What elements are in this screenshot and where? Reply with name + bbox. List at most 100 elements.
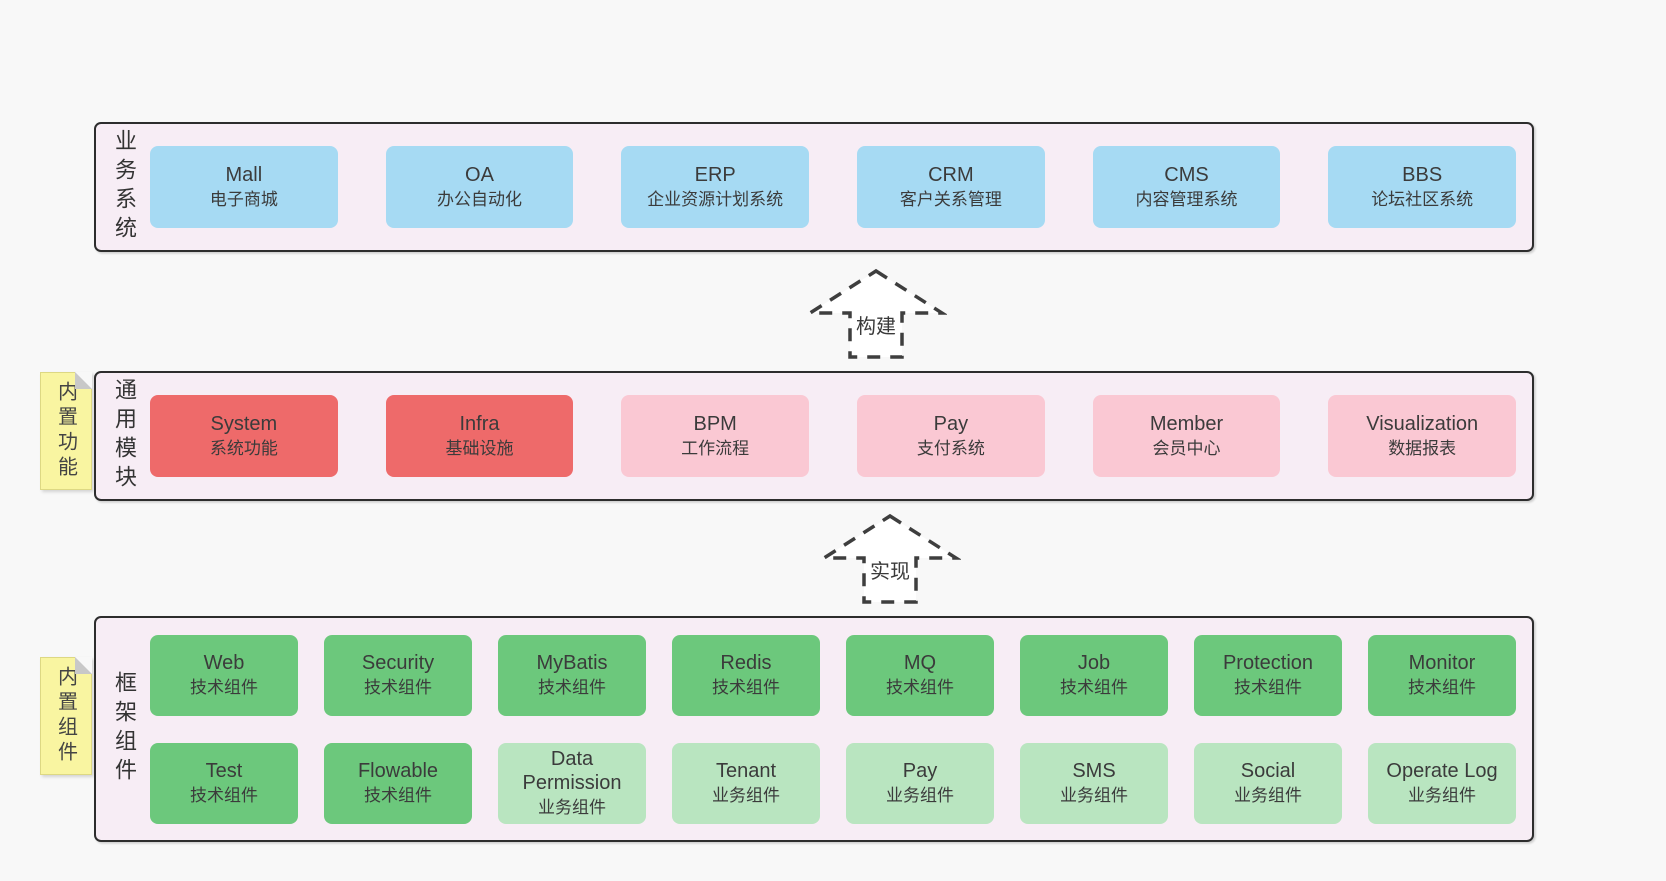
box-subtitle: 系统功能 [209, 439, 278, 459]
box-mq: MQ 技术组件 [846, 634, 994, 716]
box-job: Job 技术组件 [1020, 634, 1168, 716]
box-subtitle: 业务组件 [886, 786, 954, 806]
box-title: Member [1149, 413, 1224, 436]
business-panel-label: 业务系统 [112, 129, 137, 245]
box-subtitle: 支付系统 [916, 439, 985, 459]
modules-panel-label: 通用模块 [112, 378, 137, 494]
box-subtitle: 技术组件 [190, 786, 258, 806]
box-title: Infra [459, 413, 500, 436]
box-subtitle: 论坛社区系统 [1371, 190, 1474, 210]
box-title: Visualization [1366, 413, 1479, 436]
box-subtitle: 数据报表 [1388, 439, 1457, 459]
box-subtitle: 业务组件 [538, 798, 606, 818]
box-title: CRM [928, 164, 974, 187]
box-subtitle: 技术组件 [538, 678, 606, 698]
implement-arrow-label: 实现 [867, 555, 913, 584]
box-infra: Infra 基础设施 [385, 395, 574, 477]
box-flowable: Flowable 技术组件 [324, 742, 472, 824]
box-title: SMS [1072, 760, 1116, 783]
box-erp: ERP 企业资源计划系统 [621, 146, 810, 228]
box-title: Protection [1222, 652, 1314, 675]
box-oa: OA 办公自动化 [385, 146, 574, 228]
box-title: MyBatis [536, 652, 608, 675]
box-sms: SMS 业务组件 [1020, 742, 1168, 824]
box-title: Mall [225, 164, 263, 187]
framework-grid: Web 技术组件 Security 技术组件 MyBatis 技术组件 Redi… [150, 634, 1516, 824]
box-title: Tenant [715, 760, 777, 783]
builtin-features-sticky-note: 内置功能 [40, 372, 92, 490]
box-title: Security [361, 652, 435, 675]
box-data-permission: Data Permission 业务组件 [498, 742, 646, 824]
box-title: System [210, 413, 278, 436]
box-test: Test 技术组件 [150, 742, 298, 824]
box-title: MQ [903, 652, 937, 675]
box-subtitle: 会员中心 [1152, 439, 1221, 459]
box-mall: Mall 电子商城 [150, 146, 338, 228]
box-title: ERP [694, 164, 736, 187]
box-tenant: Tenant 业务组件 [672, 742, 820, 824]
build-arrow-label: 构建 [853, 310, 899, 339]
box-social: Social 业务组件 [1194, 742, 1342, 824]
box-subtitle: 技术组件 [364, 678, 432, 698]
box-mybatis: MyBatis 技术组件 [498, 634, 646, 716]
common-modules-panel: 通用模块 System 系统功能 Infra 基础设施 BPM 工作流程 Pay… [94, 371, 1534, 501]
module-boxes: System 系统功能 Infra 基础设施 BPM 工作流程 Pay 支付系统… [150, 395, 1517, 477]
implement-arrow: 实现 [819, 511, 961, 607]
box-subtitle: 电子商城 [209, 190, 278, 210]
box-title: Test [205, 760, 243, 783]
box-title: Data Permission [522, 748, 622, 795]
box-monitor: Monitor 技术组件 [1368, 634, 1516, 716]
framework-components-panel: 框架组件 Web 技术组件 Security 技术组件 MyBatis 技术组件… [94, 616, 1534, 842]
box-web: Web 技术组件 [150, 634, 298, 716]
box-title: CMS [1164, 164, 1209, 187]
box-title: BBS [1402, 164, 1443, 187]
box-subtitle: 业务组件 [1234, 786, 1302, 806]
box-cms: CMS 内容管理系统 [1092, 146, 1281, 228]
box-subtitle: 企业资源计划系统 [647, 190, 784, 210]
box-system: System 系统功能 [150, 395, 338, 477]
box-operate-log: Operate Log 业务组件 [1368, 742, 1516, 824]
business-systems-panel: 业务系统 Mall 电子商城 OA 办公自动化 ERP 企业资源计划系统 CRM… [94, 122, 1534, 252]
box-subtitle: 技术组件 [190, 678, 258, 698]
framework-row-2: Test 技术组件 Flowable 技术组件 Data Permission … [150, 742, 1516, 824]
box-title: Flowable [357, 760, 439, 783]
box-title: Redis [720, 652, 772, 675]
box-subtitle: 客户关系管理 [899, 190, 1002, 210]
business-boxes: Mall 电子商城 OA 办公自动化 ERP 企业资源计划系统 CRM 客户关系… [150, 146, 1517, 228]
box-subtitle: 技术组件 [712, 678, 780, 698]
box-title: BPM [693, 413, 737, 436]
box-security: Security 技术组件 [324, 634, 472, 716]
box-subtitle: 业务组件 [1060, 786, 1128, 806]
box-title: Web [203, 652, 245, 675]
box-pay-component: Pay 业务组件 [846, 742, 994, 824]
box-title: Operate Log [1386, 760, 1498, 783]
box-protection: Protection 技术组件 [1194, 634, 1342, 716]
box-subtitle: 基础设施 [445, 439, 514, 459]
framework-row-1: Web 技术组件 Security 技术组件 MyBatis 技术组件 Redi… [150, 634, 1516, 716]
box-subtitle: 技术组件 [886, 678, 954, 698]
box-title: Monitor [1408, 652, 1476, 675]
box-bpm: BPM 工作流程 [621, 395, 810, 477]
box-bbs: BBS 论坛社区系统 [1328, 146, 1517, 228]
box-subtitle: 技术组件 [1060, 678, 1128, 698]
box-member: Member 会员中心 [1092, 395, 1281, 477]
box-subtitle: 技术组件 [364, 786, 432, 806]
box-subtitle: 技术组件 [1234, 678, 1302, 698]
box-pay-module: Pay 支付系统 [857, 395, 1045, 477]
box-redis: Redis 技术组件 [672, 634, 820, 716]
box-subtitle: 办公自动化 [437, 190, 522, 210]
box-subtitle: 内容管理系统 [1135, 190, 1238, 210]
box-title: Social [1240, 760, 1296, 783]
box-title: Pay [933, 413, 969, 436]
box-title: Pay [902, 760, 938, 783]
box-subtitle: 工作流程 [681, 439, 750, 459]
box-title: OA [465, 164, 494, 187]
build-arrow: 构建 [805, 266, 947, 362]
box-subtitle: 业务组件 [1408, 786, 1476, 806]
framework-panel-label: 框架组件 [112, 671, 137, 787]
box-crm: CRM 客户关系管理 [857, 146, 1045, 228]
box-visualization: Visualization 数据报表 [1328, 395, 1517, 477]
box-subtitle: 业务组件 [712, 786, 780, 806]
box-title: Job [1077, 652, 1111, 675]
